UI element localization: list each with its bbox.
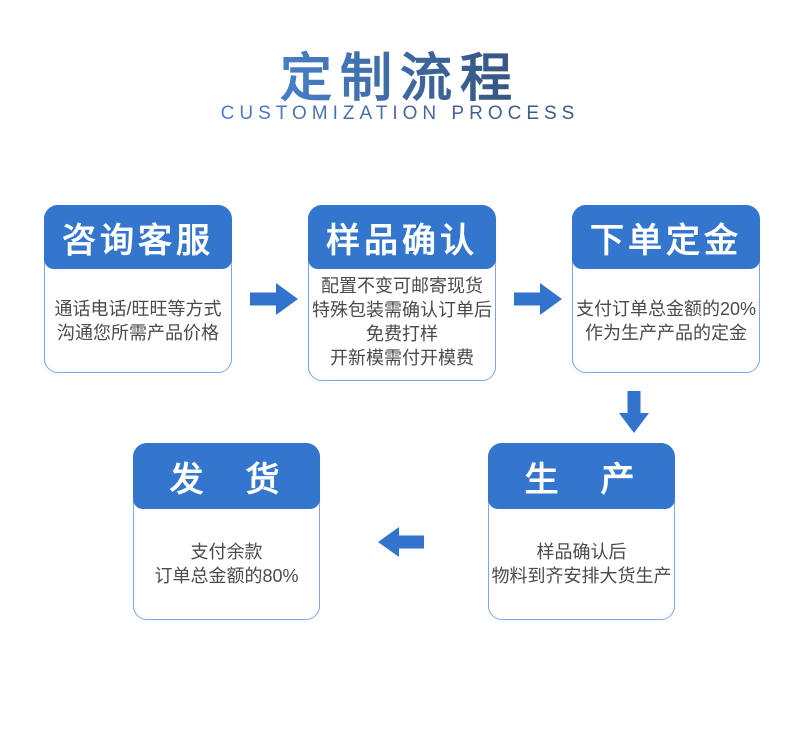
step-title: 样品确认 (326, 221, 478, 260)
step-header-sample: 样品确认 (308, 205, 496, 269)
step-line: 配置不变可邮寄现货 (321, 276, 483, 296)
step-line: 支付订单总金额的20% (575, 298, 757, 319)
arrow-down-icon (619, 391, 649, 433)
step-body-sample: 配置不变可邮寄现货 特殊包装需确认订单后 免费打样 开新模需付开模费 (309, 269, 495, 380)
page-title: 定制流程 (0, 36, 800, 111)
arrow-right-icon (250, 283, 298, 315)
step-card-deposit: 下单定金 支付订单总金额的20% 作为生产产品的定金 (572, 205, 760, 373)
step-line: 通话电话/旺旺等方式 (54, 298, 222, 319)
step-body-production: 样品确认后 物料到齐安排大货生产 (489, 509, 674, 619)
step-line: 沟通您所需产品价格 (57, 322, 219, 343)
step-title: 发 货 (169, 460, 284, 499)
step-line: 免费打样 (366, 324, 438, 344)
step-card-sample: 样品确认 配置不变可邮寄现货 特殊包装需确认订单后 免费打样 开新模需付开模费 (308, 205, 496, 381)
step-title: 下单定金 (590, 221, 742, 260)
step-header-deposit: 下单定金 (572, 205, 760, 269)
step-body-deposit: 支付订单总金额的20% 作为生产产品的定金 (573, 269, 759, 372)
arrow-left-icon (378, 527, 424, 557)
step-title: 生 产 (524, 460, 639, 499)
arrow-right-icon (514, 283, 562, 315)
step-card-consult: 咨询客服 通话电话/旺旺等方式 沟通您所需产品价格 (44, 205, 232, 373)
step-body-shipping: 支付余款 订单总金额的80% (134, 509, 319, 619)
step-card-production: 生 产 样品确认后 物料到齐安排大货生产 (488, 443, 675, 620)
step-line: 开新模需付开模费 (330, 348, 474, 368)
step-header-shipping: 发 货 (133, 443, 320, 509)
step-title: 咨询客服 (62, 221, 214, 260)
step-line: 订单总金额的80% (154, 566, 299, 586)
page-subtitle: CUSTOMIZATION PROCESS (0, 103, 800, 125)
step-line: 样品确认后 (536, 542, 627, 562)
step-header-production: 生 产 (488, 443, 675, 509)
step-header-consult: 咨询客服 (44, 205, 232, 269)
step-line: 支付余款 (190, 542, 263, 562)
step-line: 作为生产产品的定金 (585, 322, 747, 343)
step-card-shipping: 发 货 支付余款 订单总金额的80% (133, 443, 320, 620)
step-body-consult: 通话电话/旺旺等方式 沟通您所需产品价格 (45, 269, 231, 372)
step-line: 物料到齐安排大货生产 (491, 566, 672, 586)
step-line: 特殊包装需确认订单后 (312, 300, 492, 320)
